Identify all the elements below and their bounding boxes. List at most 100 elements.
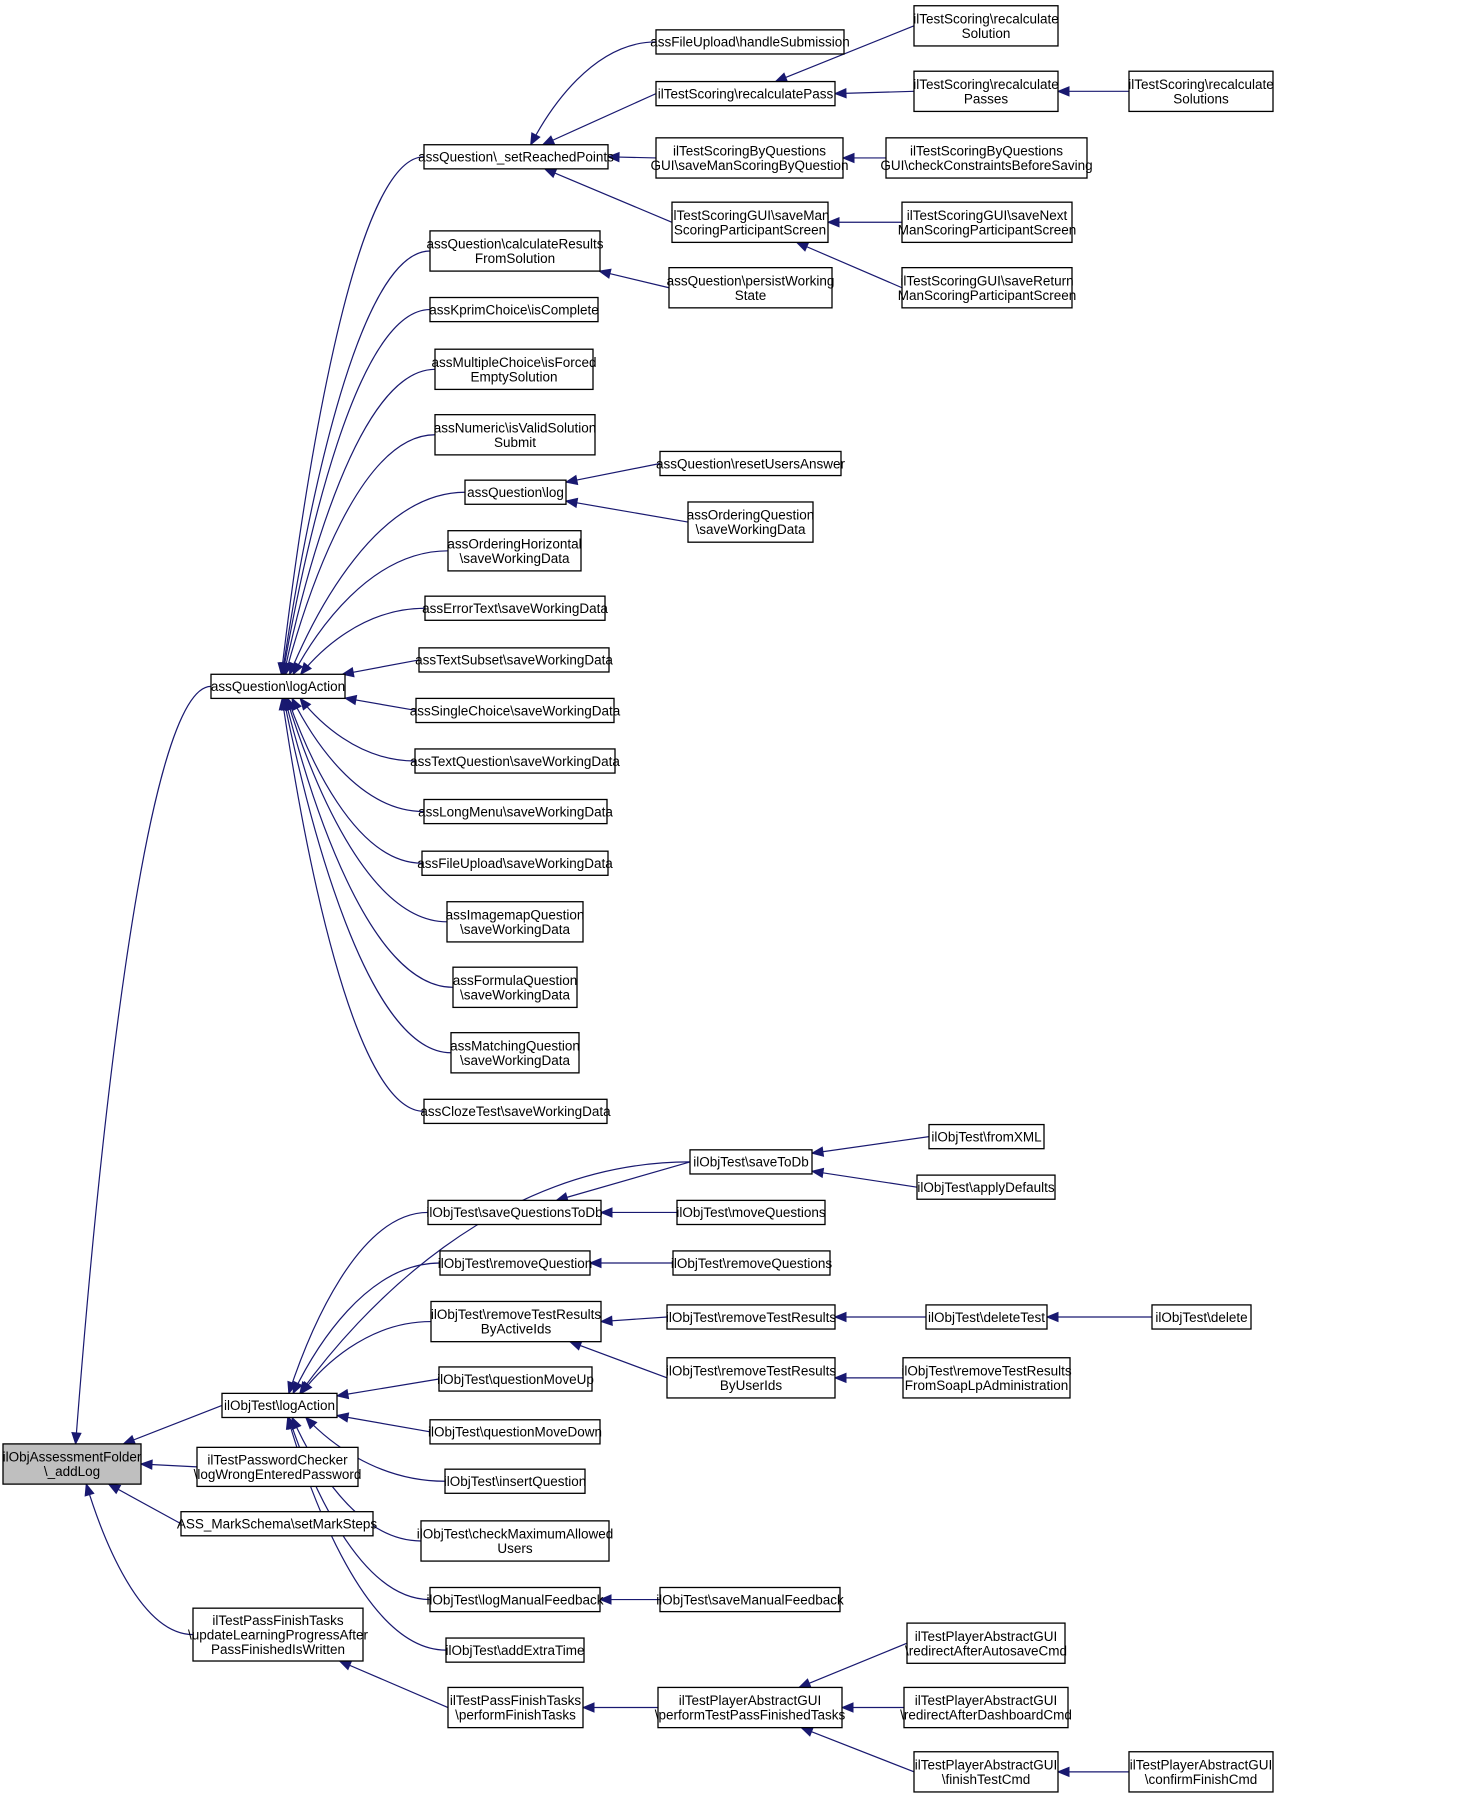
node-deleteTest[interactable]: ilObjTest\deleteTest xyxy=(925,1304,1048,1330)
node-box xyxy=(913,70,1059,113)
node-label: ilObjTest\moveQuestions xyxy=(676,1205,826,1220)
node-textSubset[interactable]: assTextSubset\saveWorkingData xyxy=(415,647,613,673)
arrowhead xyxy=(71,1432,82,1446)
node-label: ilTestScoring\recalculatePass xyxy=(658,86,834,101)
node-kprim[interactable]: assKprimChoice\isComplete xyxy=(429,296,599,323)
arrowhead xyxy=(588,1257,602,1269)
edge-checkConstraints-to-scoringByQ xyxy=(841,152,886,164)
node-box xyxy=(414,748,616,774)
edge-line xyxy=(280,156,425,675)
node-imagemap[interactable]: assImagemapQuestion\saveWorkingData xyxy=(446,901,585,943)
node-moveQuestions[interactable]: ilObjTest\moveQuestions xyxy=(676,1199,826,1226)
node-scoringGUIsave[interactable]: ilTestScoringGUI\saveManScoringParticipa… xyxy=(670,201,830,244)
edge-logAction-to-root xyxy=(71,685,212,1446)
node-objLogAction[interactable]: ilObjTest\logAction xyxy=(221,1392,338,1419)
edge-line xyxy=(336,1378,440,1397)
node-confirmFinish[interactable]: ilTestPlayerAbstractGUI\confirmFinishCmd xyxy=(1128,1751,1274,1793)
node-box xyxy=(689,1149,813,1175)
arrowhead xyxy=(304,1416,318,1430)
node-box xyxy=(903,1686,1069,1729)
node-logAction[interactable]: assQuestion\logAction xyxy=(210,673,346,700)
node-label: \saveWorkingData xyxy=(695,522,806,537)
node-label: \confirmFinishCmd xyxy=(1145,1772,1258,1787)
node-box xyxy=(885,137,1088,179)
node-removeQuestion[interactable]: ilObjTest\removeQuestion xyxy=(438,1250,593,1276)
node-insertQ[interactable]: ilObjTest\insertQuestion xyxy=(444,1468,587,1494)
edge-longMenu-to-logAction xyxy=(291,697,425,813)
nodes-layer: ilObjAssessmentFolder\_addLog assQuestion… xyxy=(2,5,1274,1793)
node-label: ilObjTest\deleteTest xyxy=(928,1310,1045,1325)
node-orderingQ[interactable]: assOrderingQuestion\saveWorkingData xyxy=(687,501,815,543)
node-orderingHoriz[interactable]: assOrderingHorizontal\saveWorkingData xyxy=(447,530,582,572)
node-scoringByQ[interactable]: ilTestScoringByQuestionsGUI\saveManScori… xyxy=(650,137,849,179)
node-saveToDb[interactable]: ilObjTest\saveToDb xyxy=(689,1149,813,1175)
arrowhead xyxy=(299,662,313,676)
node-label: assLongMenu\saveWorkingData xyxy=(418,804,613,819)
node-passFinishUpd[interactable]: ilTestPassFinishTasks\updateLearningProg… xyxy=(188,1607,369,1662)
node-box xyxy=(192,1607,364,1662)
node-saveNext[interactable]: ilTestScoringGUI\saveNextManScoringParti… xyxy=(898,201,1077,244)
node-removeTRSoap[interactable]: ilObjTest\removeTestResultsFromSoapLpAdm… xyxy=(901,1357,1072,1399)
node-label: ilTestPlayerAbstractGUI xyxy=(679,1693,822,1708)
node-matching[interactable]: assMatchingQuestion\saveWorkingData xyxy=(450,1032,580,1074)
node-label: assFileUpload\handleSubmission xyxy=(650,35,850,50)
node-singleChoice[interactable]: assSingleChoice\saveWorkingData xyxy=(410,697,621,724)
node-saveManual[interactable]: ilObjTest\saveManualFeedback xyxy=(656,1586,844,1613)
node-setReached[interactable]: assQuestion\_setReachedPoints xyxy=(418,144,614,170)
edge-line xyxy=(530,41,657,146)
node-moveDown[interactable]: ilObjTest\questionMoveDown xyxy=(428,1419,602,1445)
node-performFinish[interactable]: ilTestPassFinishTasks\performFinishTasks xyxy=(447,1686,584,1729)
edge-line xyxy=(811,1170,918,1188)
node-performTestPass[interactable]: ilTestPlayerAbstractGUI\performTestPassF… xyxy=(655,1686,846,1729)
node-qlog[interactable]: assQuestion\log xyxy=(464,479,567,505)
node-formula[interactable]: assFormulaQuestion\saveWorkingData xyxy=(452,966,578,1009)
node-fileUploadSave[interactable]: assFileUpload\saveWorkingData xyxy=(417,850,613,876)
edge-markSchema-to-root xyxy=(107,1483,182,1525)
node-redirDashboard[interactable]: ilTestPlayerAbstractGUI\redirectAfterDas… xyxy=(900,1686,1072,1729)
node-saveQToDb[interactable]: ilObjTest\saveQuestionsToDb xyxy=(426,1199,603,1226)
node-deleteObj[interactable]: ilObjTest\delete xyxy=(1151,1304,1252,1330)
node-saveReturn[interactable]: ilTestScoringGUI\saveReturnManScoringPar… xyxy=(898,266,1077,309)
node-pwChecker[interactable]: ilTestPasswordChecker\logWrongEnteredPas… xyxy=(194,1446,362,1488)
node-box xyxy=(221,1392,338,1419)
node-box xyxy=(671,201,829,244)
node-cloze[interactable]: assClozeTest\saveWorkingData xyxy=(420,1098,611,1125)
node-label: assMatchingQuestion xyxy=(450,1038,580,1053)
node-markSchema[interactable]: ASS_MarkSchema\setMarkSteps xyxy=(177,1511,378,1537)
arrowhead xyxy=(299,697,312,711)
node-box xyxy=(210,673,346,700)
node-fileUploadHandle[interactable]: assFileUpload\handleSubmission xyxy=(650,29,850,55)
node-redirAutosave[interactable]: ilTestPlayerAbstractGUI\redirectAfterAut… xyxy=(905,1622,1067,1664)
node-resetUsers[interactable]: assQuestion\resetUsersAnswer xyxy=(656,450,846,477)
node-recalcPass[interactable]: ilTestScoring\recalculatePass xyxy=(655,80,836,107)
node-removeTR[interactable]: ilObjTest\removeTestResults xyxy=(666,1304,837,1330)
node-textQuestion[interactable]: assTextQuestion\saveWorkingData xyxy=(410,748,620,774)
node-errorText[interactable]: assErrorText\saveWorkingData xyxy=(422,595,608,621)
node-checkConstraints[interactable]: ilTestScoringByQuestionsGUI\checkConstra… xyxy=(880,137,1093,179)
node-applyDefaults[interactable]: ilObjTest\applyDefaults xyxy=(916,1174,1056,1200)
node-fromXML[interactable]: ilObjTest\fromXML xyxy=(928,1123,1045,1150)
node-root[interactable]: ilObjAssessmentFolder\_addLog xyxy=(2,1443,142,1485)
edge-line xyxy=(556,1161,691,1201)
node-label: ilObjTest\addExtraTime xyxy=(445,1643,584,1658)
node-box xyxy=(420,1520,610,1562)
node-logManual[interactable]: ilObjTest\logManualFeedback xyxy=(426,1586,604,1613)
node-box xyxy=(901,266,1073,309)
node-finishTestCmd[interactable]: ilTestPlayerAbstractGUI\finishTestCmd xyxy=(913,1751,1059,1793)
node-extraTime[interactable]: ilObjTest\addExtraTime xyxy=(445,1637,585,1663)
node-removeQuestions[interactable]: ilObjTest\removeQuestions xyxy=(671,1250,833,1276)
node-longMenu[interactable]: assLongMenu\saveWorkingData xyxy=(418,798,613,825)
node-label: ilObjTest\checkMaximumAllowed xyxy=(417,1527,614,1542)
node-label: ByActiveIds xyxy=(481,1322,552,1337)
node-moveUp[interactable]: ilObjTest\questionMoveUp xyxy=(437,1366,594,1392)
